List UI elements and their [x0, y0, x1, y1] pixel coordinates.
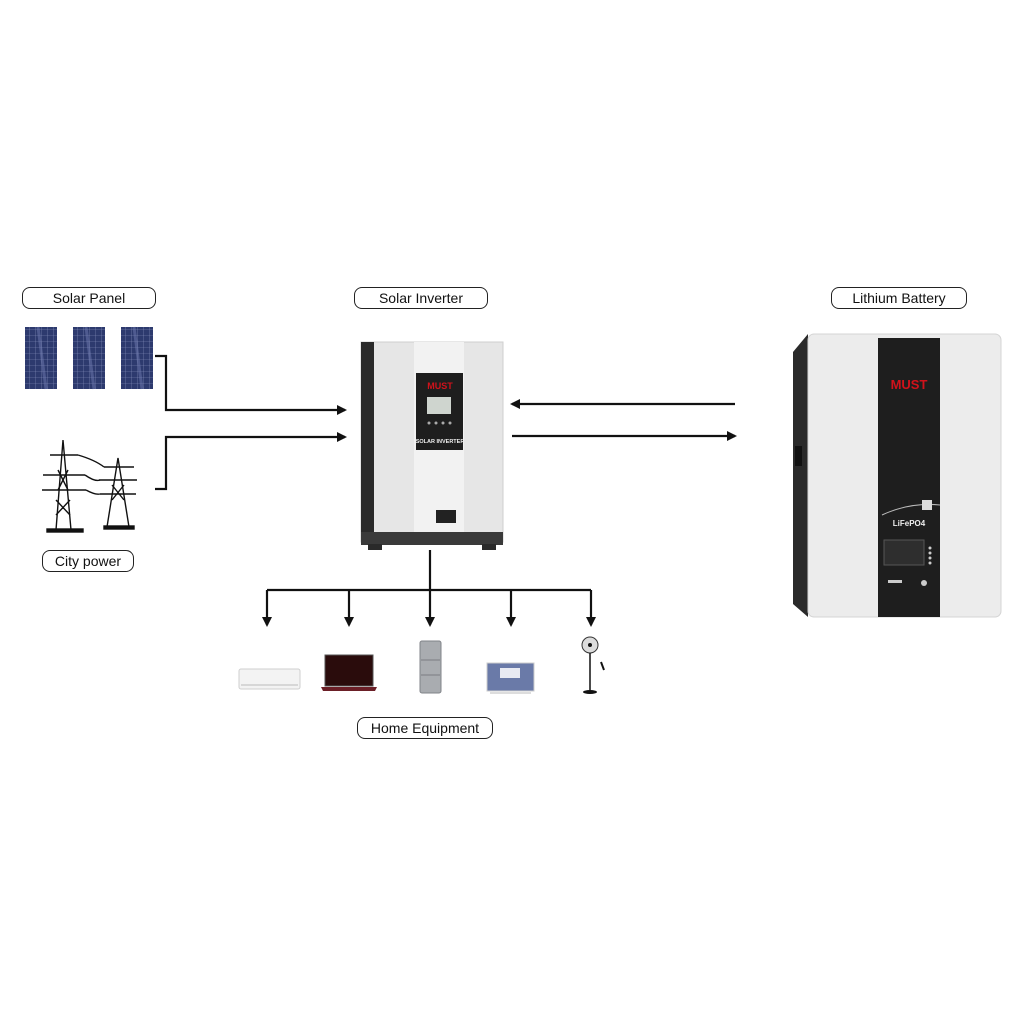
city-power-label: City power [42, 550, 134, 572]
solar-panel-icon [25, 326, 153, 390]
air-conditioner-icon [238, 668, 301, 690]
lithium-battery-label: Lithium Battery [831, 287, 967, 309]
inverter-to-home-arrows [262, 550, 596, 627]
television-icon [486, 662, 535, 694]
laptop-icon [321, 654, 377, 691]
solar-to-inverter-arrow [155, 354, 347, 415]
solar-inverter-device: MUST SOLAR INVERTER [360, 341, 504, 550]
solar-panel-label: Solar Panel [22, 287, 156, 309]
inverter-brand: MUST [427, 381, 453, 391]
power-tower-icon [42, 439, 137, 533]
lithium-battery-device: MUST LiFePO4 [793, 333, 1002, 618]
battery-brand: MUST [891, 377, 928, 392]
standing-fan-icon [581, 636, 605, 694]
grid-to-inverter-arrow [155, 432, 347, 491]
battery-model-text: LiFePO4 [893, 519, 926, 528]
refrigerator-icon [419, 640, 442, 694]
home-equipment-label: Home Equipment [357, 717, 493, 739]
solar-inverter-label: Solar Inverter [354, 287, 488, 309]
inverter-model-text: SOLAR INVERTER [416, 439, 465, 445]
